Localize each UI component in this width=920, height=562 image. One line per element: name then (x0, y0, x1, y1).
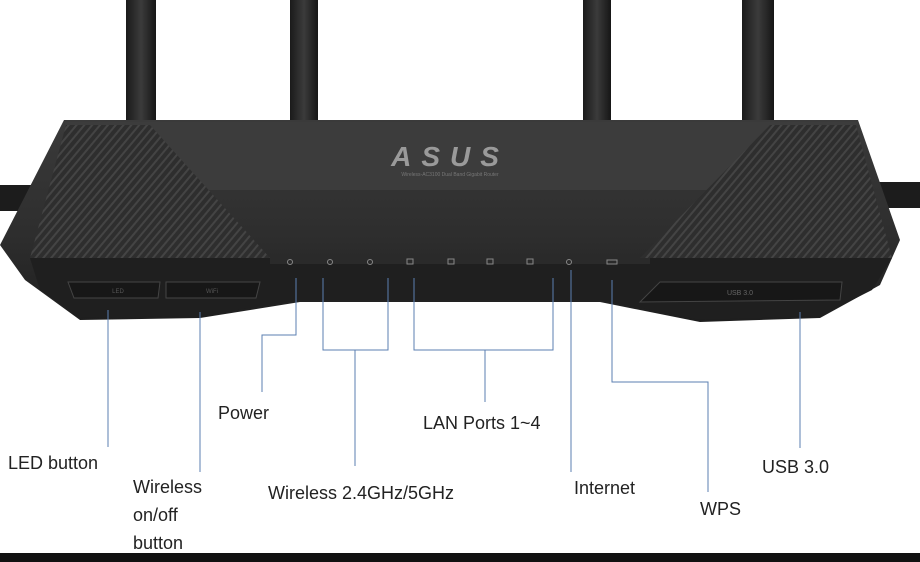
usb-port-cover[interactable]: USB 3.0 (638, 281, 843, 303)
led-button[interactable]: LED (67, 281, 161, 299)
router-body (0, 120, 900, 322)
label-wireless-button-line2: on/off (133, 505, 178, 525)
wps-led-icon (606, 259, 618, 265)
label-wireless-button: Wireless on/off button (133, 473, 202, 557)
brand-tagline: Wireless-AC3100 Dual Band Gigabit Router (401, 172, 499, 178)
usb-port-text: USB 3.0 (727, 290, 753, 297)
label-wireless-button-line1: Wireless (133, 477, 203, 497)
wireless-onoff-button[interactable]: WiFi (165, 281, 261, 299)
wireless-button-text: WiFi (206, 289, 218, 295)
lan-1-led-icon (406, 258, 414, 265)
led-button-text: LED (112, 289, 124, 295)
leader-lines (107, 270, 801, 492)
internet-led-icon (566, 259, 572, 265)
leader-wps (611, 280, 709, 492)
wireless-2g-led-icon (327, 259, 333, 265)
right-ribbed-panel (640, 125, 892, 258)
label-led-button: LED button (8, 453, 99, 473)
label-wps: WPS (700, 499, 742, 519)
lan-2-led-icon (447, 258, 455, 265)
label-internet: Internet (574, 478, 636, 498)
asus-logo: ASUS Wireless-AC3100 Dual Band Gigabit R… (390, 141, 509, 178)
wireless-5g-led-icon (367, 259, 373, 265)
leader-power (261, 278, 297, 392)
antenna-3 (583, 0, 611, 125)
label-wireless-button-line3: button (133, 533, 184, 553)
label-usb: USB 3.0 (762, 457, 830, 477)
antenna-1 (126, 0, 156, 125)
label-lan-ports: LAN Ports 1~4 (423, 413, 541, 433)
bottom-border-bar (0, 553, 920, 562)
leader-lan-ports (413, 278, 554, 351)
lan-4-led-icon (526, 258, 534, 265)
lan-3-led-icon (486, 258, 494, 265)
antenna-4 (742, 0, 774, 125)
status-leds (287, 258, 618, 265)
label-power: Power (218, 403, 270, 423)
antenna-2 (290, 0, 318, 125)
power-led-icon (287, 259, 293, 265)
left-ribbed-panel (30, 125, 270, 258)
brand-logo: ASUS (390, 141, 509, 172)
label-wireless-bands: Wireless 2.4GHz/5GHz (268, 483, 455, 503)
